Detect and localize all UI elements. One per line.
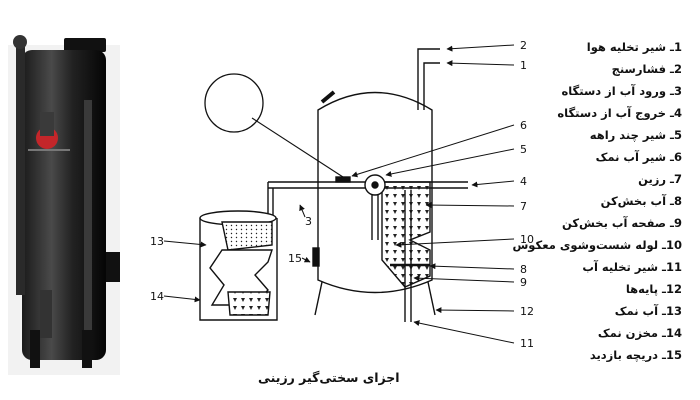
legend-item-14: 14ـ مخزن نمک bbox=[597, 326, 682, 340]
callout-arrow-2 bbox=[446, 44, 515, 52]
legend-item-11: 11ـ شیر تخلیه آب bbox=[582, 260, 682, 274]
main-tank bbox=[267, 48, 468, 322]
brine-tank bbox=[199, 210, 278, 321]
legend-item-4: 4ـ خروج آب از دستگاه bbox=[557, 106, 682, 120]
callout-arrow-1 bbox=[446, 60, 515, 67]
callout-number-3: 3 bbox=[305, 215, 312, 228]
callout-number-4: 4 bbox=[520, 175, 527, 188]
legend-item-9: 9ـ صفحه آب بخش‌کن bbox=[561, 216, 682, 230]
callout-arrow-11 bbox=[413, 320, 515, 344]
callout-number-14: 14 bbox=[150, 290, 164, 303]
callout-number-15: 15 bbox=[288, 252, 302, 265]
legend-item-5: 5ـ شیر چند راهه bbox=[589, 128, 682, 142]
legend-item-13: 13ـ آب نمک bbox=[614, 304, 682, 318]
callout-number-13: 13 bbox=[150, 235, 164, 248]
callout-number-9: 9 bbox=[520, 276, 527, 289]
callout-arrow-15 bbox=[301, 256, 311, 263]
callout-number-6: 6 bbox=[520, 119, 527, 132]
callout-arrow-13 bbox=[163, 240, 207, 248]
gauge-leader-line bbox=[251, 117, 344, 178]
callout-number-11: 11 bbox=[520, 337, 534, 350]
legend-item-3: 3ـ ورود آب از دستگاه bbox=[561, 84, 682, 98]
callout-arrow-5 bbox=[385, 148, 515, 177]
callout-number-1: 1 bbox=[520, 59, 527, 72]
callout-arrow-9 bbox=[413, 275, 515, 283]
pressure-gauge-symbol bbox=[204, 73, 264, 133]
legend-item-2: 2ـ فشارسنج bbox=[611, 62, 682, 76]
legend-item-1: 1ـ شیر تخلیه هوا bbox=[586, 40, 682, 54]
legend-item-10: 10ـ لوله شست‌وشوی معکوس bbox=[512, 238, 682, 252]
callout-number-8: 8 bbox=[520, 263, 527, 276]
legend-item-12: 12ـ پایه‌ها bbox=[625, 282, 682, 296]
legend-item-15: 15ـ دریچه بازدید bbox=[589, 348, 682, 362]
callout-arrow-6 bbox=[351, 124, 515, 178]
callout-arrow-10 bbox=[395, 238, 515, 248]
callout-number-2: 2 bbox=[520, 39, 527, 52]
legend-item-8: 8ـ آب بخش‌کن bbox=[600, 194, 682, 208]
callout-number-5: 5 bbox=[520, 143, 527, 156]
callout-arrow-12 bbox=[435, 307, 515, 314]
callout-number-12: 12 bbox=[520, 305, 534, 318]
diagram-caption: اجزای سختی‌گیر رزینی bbox=[258, 370, 400, 385]
callout-arrow-14 bbox=[163, 295, 201, 303]
softener-tank-photo bbox=[8, 35, 120, 375]
legend-item-6: 6ـ شیر آب نمک bbox=[595, 150, 682, 164]
callout-arrow-3 bbox=[299, 204, 306, 218]
callout-arrow-8 bbox=[429, 263, 515, 270]
callout-arrow-7 bbox=[425, 202, 515, 209]
callout-arrows bbox=[163, 44, 515, 344]
callout-arrow-4 bbox=[471, 180, 515, 188]
callout-number-10: 10 bbox=[520, 233, 534, 246]
legend-item-7: 7ـ رزین bbox=[638, 172, 682, 186]
callout-number-7: 7 bbox=[520, 200, 527, 213]
